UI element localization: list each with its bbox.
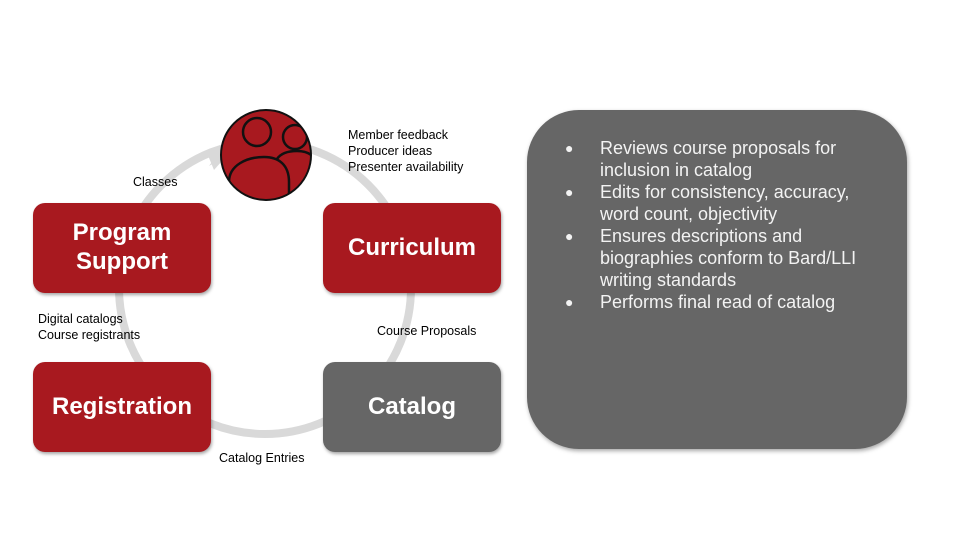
bullet-icon: ●	[565, 184, 574, 200]
description-panel: ● Reviews course proposals for inclusion…	[527, 110, 907, 449]
node-catalog-label: Catalog	[367, 392, 456, 420]
hub-input-presenter-availability: Presenter availability	[348, 160, 464, 174]
node-curriculum[interactable]: Curriculum	[323, 203, 501, 293]
list-item-line: Ensures descriptions and	[600, 226, 803, 246]
node-registration[interactable]: Registration	[33, 362, 211, 452]
responsibilities-list: ● Reviews course proposals for inclusion…	[565, 137, 885, 313]
list-item: ● Reviews course proposals for inclusion…	[565, 137, 885, 181]
people-group-icon	[220, 109, 312, 201]
flow-label-course-proposals: Course Proposals	[377, 324, 477, 338]
hub-input-member-feedback: Member feedback	[348, 128, 449, 142]
node-program-support[interactable]: Program Support	[33, 203, 211, 293]
node-program-support-line1: Program	[72, 219, 172, 247]
flow-label-digital-catalogs: Digital catalogs	[38, 312, 123, 326]
node-catalog[interactable]: Catalog	[323, 362, 501, 452]
flow-label-catalog-entries: Catalog Entries	[219, 451, 305, 465]
list-item-line: biographies conform to Bard/LLI	[600, 248, 857, 268]
list-item: ● Ensures descriptions and biographies c…	[565, 225, 885, 291]
flow-label-course-registrants: Course registrants	[38, 328, 141, 342]
node-curriculum-label: Curriculum	[347, 233, 476, 261]
flow-label-classes: Classes	[133, 175, 178, 189]
node-program-support-line2: Support	[76, 248, 168, 275]
node-registration-label: Registration	[51, 392, 192, 420]
hub-input-producer-ideas: Producer ideas	[348, 144, 433, 158]
list-item: ● Performs final read of catalog	[565, 291, 885, 313]
bullet-icon: ●	[565, 140, 574, 156]
list-item-line: Edits for consistency, accuracy,	[600, 182, 850, 202]
list-item-line: word count, objectivity	[600, 204, 778, 224]
list-item-line: writing standards	[600, 270, 737, 290]
list-item: ● Edits for consistency, accuracy, word …	[565, 181, 885, 225]
list-item-line: inclusion in catalog	[600, 160, 753, 180]
list-item-line: Reviews course proposals for	[600, 138, 837, 158]
list-item-line: Performs final read of catalog	[600, 292, 836, 312]
bullet-icon: ●	[565, 294, 574, 310]
bullet-icon: ●	[565, 228, 574, 244]
